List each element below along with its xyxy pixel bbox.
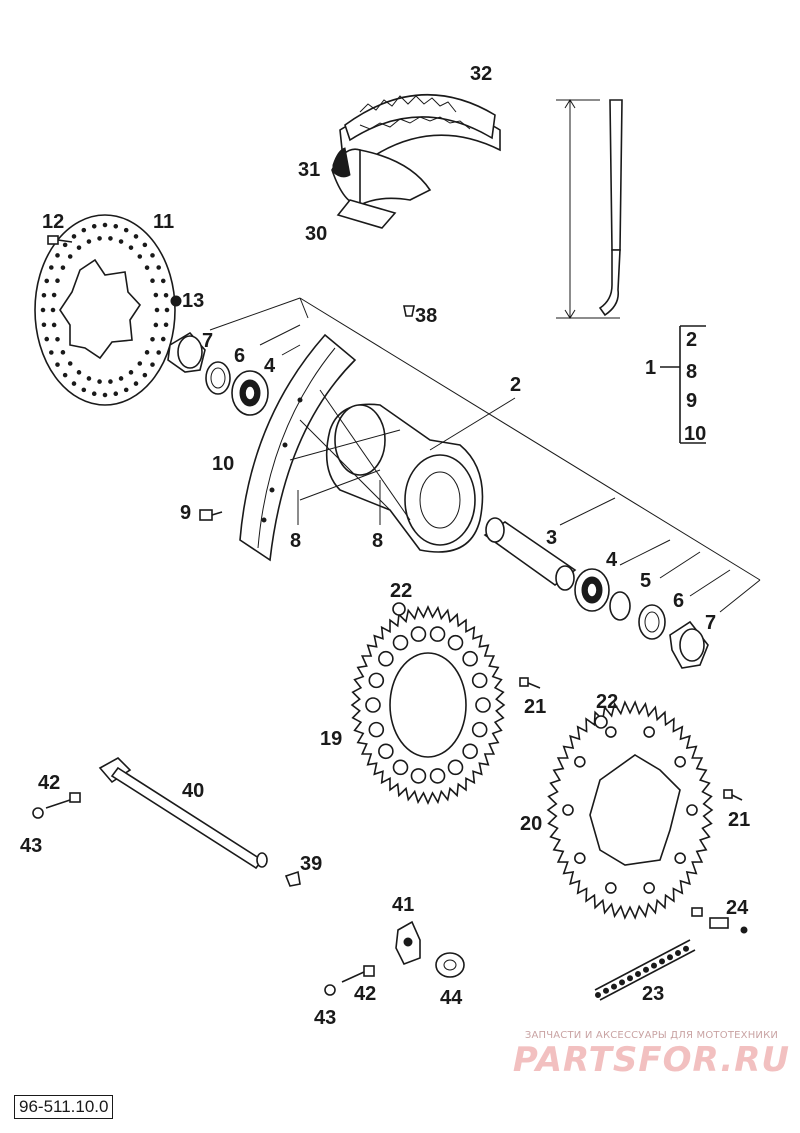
set-bracket [660,325,706,444]
brake-disc-drawing [34,214,176,406]
callout-6-right: 6 [673,590,684,612]
callout-23: 23 [642,983,664,1005]
callout-7-right: 7 [705,612,716,634]
callout-2-set: 2 [686,329,697,351]
callout-20: 20 [520,813,542,835]
callout-40: 40 [182,780,204,802]
callout-10-set: 10 [684,423,706,445]
master-link-24-drawing [691,907,748,934]
bolt-42-bottom-drawing [324,965,375,996]
cap-39-drawing [284,870,301,887]
callout-4-right: 4 [606,549,618,571]
callout-8-left: 8 [290,530,301,552]
axle-spacer-drawing [483,517,577,591]
callout-13: 13 [182,290,204,312]
callout-9-set: 9 [686,390,697,412]
axle-40-drawing [98,757,268,870]
assembly-leader-lines [209,297,761,613]
callout-9-bolt: 9 [180,502,191,524]
callout-3: 3 [546,527,557,549]
sprocket-20-drawing [546,700,714,920]
document-number: 96-511.10.0 [14,1095,114,1119]
sprocket-19-drawing [350,605,506,805]
bolt-12-drawing [47,235,73,245]
callout-41: 41 [392,894,414,916]
chain-adjuster-drawing [395,920,465,978]
callout-24: 24 [726,897,749,919]
hub-drawing [289,389,484,553]
bolt-42-left-drawing [32,792,81,819]
right-bearing-stack [574,568,709,669]
callout-2-hub: 2 [510,374,521,396]
callout-19: 19 [320,728,342,750]
callout-7-left: 7 [202,330,213,352]
callout-42-bottom: 42 [354,983,376,1005]
callout-22-top: 22 [390,580,412,602]
callout-21-top: 21 [524,696,546,718]
bolt-9-drawing [199,509,223,521]
left-bearing-stack [167,331,269,416]
watermark-tagline: ЗАПЧАСТИ И АКСЕССУАРЫ ДЛЯ МОТОТЕХНИКИ [524,1030,779,1041]
callout-31: 31 [298,159,320,181]
chain-23-drawing [594,939,696,1001]
callout-8-right: 8 [372,530,383,552]
callout-10-rim: 10 [212,453,234,475]
callout-32: 32 [470,63,492,85]
tyre-drawing [331,93,501,229]
callout-43-bottom: 43 [314,1007,336,1029]
callout-6-left: 6 [234,345,245,367]
callout-11: 11 [153,211,174,233]
spoke-drawing [556,99,623,319]
rim-drawing [239,333,357,562]
callout-39: 39 [300,853,322,875]
callout-22-right: 22 [596,691,618,713]
callout-42-left: 42 [38,772,60,794]
valve-38-drawing [403,305,415,317]
nut-13-drawing [170,295,182,307]
callout-30: 30 [305,223,327,245]
callout-38: 38 [415,305,437,327]
callout-21-right: 21 [728,809,750,831]
callout-44: 44 [440,987,463,1009]
callout-12: 12 [42,211,64,233]
callout-1: 1 [645,357,656,379]
callout-4-left: 4 [264,355,276,377]
callout-5: 5 [640,570,651,592]
fasteners-21-22 [392,602,743,801]
watermark-logo: PARTSFOR.RU [512,1040,790,1080]
callout-43-left: 43 [20,835,42,857]
callout-8-set: 8 [686,361,697,383]
watermark: ЗАПЧАСТИ И АКСЕССУАРЫ ДЛЯ МОТОТЕХНИКИ PA… [513,1030,790,1079]
callout-labels: 32 31 30 12 11 13 38 7 6 4 1 2 8 9 10 2 … [20,63,750,1029]
